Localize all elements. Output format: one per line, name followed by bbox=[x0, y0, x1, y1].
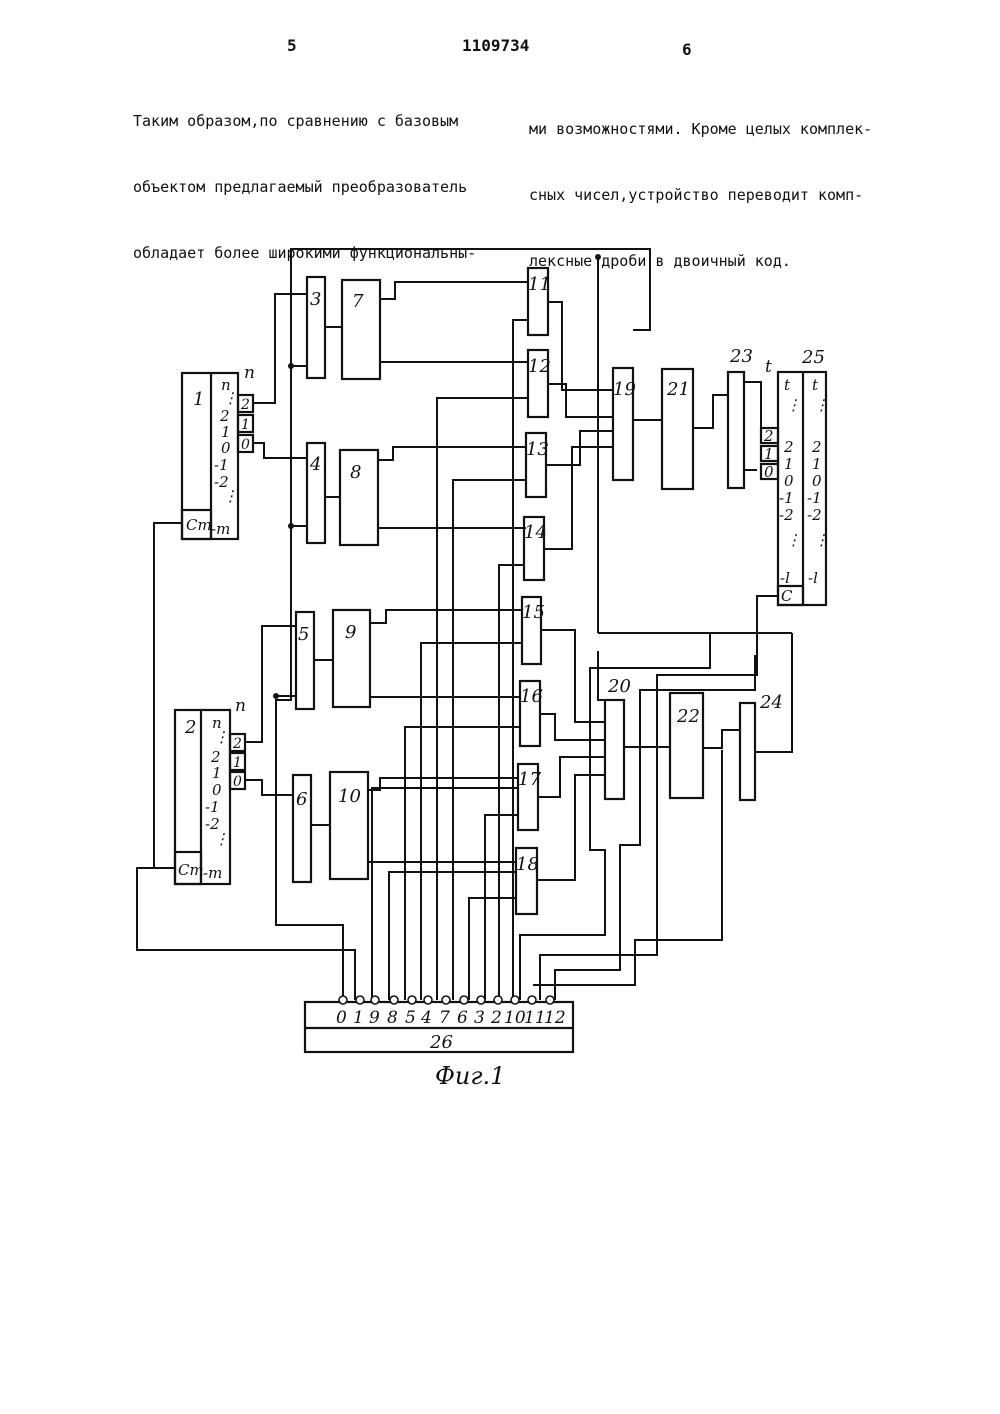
reg25-digit-right: ⋮ bbox=[814, 531, 829, 549]
control-output-label: 7 bbox=[439, 1008, 450, 1028]
control-output-label: 1 bbox=[353, 1008, 364, 1028]
control-output-label: 2 bbox=[490, 1008, 502, 1028]
control-output-label: 3 bbox=[474, 1008, 485, 1028]
reg25-digit-right: 1 bbox=[812, 455, 822, 473]
reg25-digit-left: t bbox=[784, 376, 791, 394]
reg25-digit-right: -2 bbox=[807, 506, 822, 524]
reg1-side-bit: 1 bbox=[241, 417, 250, 433]
reg1-side-bit: 0 bbox=[241, 437, 250, 453]
control-output-label: 10 bbox=[504, 1008, 526, 1028]
control-output-label: 11 bbox=[524, 1008, 546, 1028]
label-11: 11 bbox=[528, 274, 551, 295]
control-output-label: 12 bbox=[544, 1008, 566, 1028]
reg25-digit-left: 2 bbox=[783, 438, 794, 456]
reg25-digit-right: 0 bbox=[812, 472, 822, 490]
reg25-digit-left: ⋮ bbox=[786, 396, 801, 414]
label-3: 3 bbox=[310, 289, 321, 310]
label-8: 8 bbox=[350, 462, 361, 483]
reg25-digit-left: 0 bbox=[784, 472, 794, 490]
label-18: 18 bbox=[516, 854, 539, 875]
reg25-digit-left: -1 bbox=[779, 489, 794, 507]
block-24 bbox=[740, 703, 755, 800]
reg2-digit: -m bbox=[203, 864, 222, 882]
reg1-side-bit: 2 bbox=[240, 397, 250, 413]
label-6: 6 bbox=[296, 789, 307, 810]
reg25-side-bit: 1 bbox=[764, 445, 774, 463]
reg2-side-bit: 2 bbox=[232, 736, 242, 752]
control-output-label: 8 bbox=[387, 1008, 398, 1028]
wiring bbox=[137, 249, 792, 1000]
reg25-t-label: t bbox=[765, 357, 772, 377]
reg2-digit: 0 bbox=[212, 781, 222, 799]
label-20: 20 bbox=[607, 676, 631, 697]
label-9: 9 bbox=[345, 622, 356, 643]
block-23 bbox=[728, 372, 744, 488]
reg2-digit: -1 bbox=[205, 798, 220, 816]
label-13: 13 bbox=[526, 439, 549, 460]
reg25-digit-left: 1 bbox=[784, 455, 794, 473]
reg1-n-label: n bbox=[244, 363, 255, 383]
block-20 bbox=[605, 700, 624, 799]
label-4: 4 bbox=[309, 454, 321, 475]
reg2-side-bit: 0 bbox=[233, 774, 242, 790]
control-output-label: 0 bbox=[336, 1008, 347, 1028]
control-output-label: 4 bbox=[420, 1008, 432, 1028]
reg25-digit-right: 2 bbox=[811, 438, 822, 456]
control-output-label: 6 bbox=[457, 1008, 468, 1028]
reg1-digit: 0 bbox=[221, 439, 231, 457]
label-7: 7 bbox=[352, 291, 364, 312]
reg25-side-bit: 2 bbox=[763, 427, 774, 445]
label-24: 24 bbox=[759, 692, 783, 713]
reg1-digit: -1 bbox=[214, 456, 229, 474]
reg25-digit-left: -2 bbox=[779, 506, 794, 524]
reg1-digit: ⋮ bbox=[223, 487, 238, 505]
reg2-digit: ⋮ bbox=[214, 728, 229, 746]
reg2-digit: ⋮ bbox=[214, 830, 229, 848]
control-output-label: 9 bbox=[369, 1008, 380, 1028]
label-2: 2 bbox=[184, 717, 196, 738]
reg25-digit-right: t bbox=[812, 376, 819, 394]
reg25-digit-left: -l bbox=[780, 569, 790, 587]
label-22: 22 bbox=[676, 706, 700, 727]
label-26: 26 bbox=[429, 1032, 453, 1053]
label-12: 12 bbox=[528, 356, 551, 377]
reg25-control: С bbox=[781, 587, 793, 605]
reg25-digit-right: -l bbox=[808, 569, 818, 587]
reg1-control: Ст bbox=[186, 516, 212, 534]
control-output-label: 5 bbox=[405, 1008, 416, 1028]
figure-caption: Фиг.1 bbox=[435, 1062, 505, 1090]
reg25-digit-right: ⋮ bbox=[814, 396, 829, 414]
reg25-side-bit: 0 bbox=[764, 463, 774, 481]
label-17: 17 bbox=[518, 769, 541, 790]
label-19: 19 bbox=[613, 379, 636, 400]
label-15: 15 bbox=[522, 602, 545, 623]
reg2-n-label: n bbox=[235, 696, 246, 716]
reg2-control: Ст bbox=[178, 861, 204, 879]
reg25-digit-right: -1 bbox=[807, 489, 822, 507]
label-25: 25 bbox=[801, 347, 825, 368]
label-10: 10 bbox=[338, 786, 361, 807]
reg2-side-bit: 1 bbox=[233, 755, 242, 771]
label-16: 16 bbox=[520, 686, 543, 707]
reg1-digit: -m bbox=[211, 520, 230, 538]
label-21: 21 bbox=[666, 379, 690, 400]
label-1: 1 bbox=[193, 389, 204, 410]
reg25-digit-left: ⋮ bbox=[786, 531, 801, 549]
label-14: 14 bbox=[524, 522, 547, 543]
reg2-digit: 1 bbox=[212, 764, 222, 782]
reg1-digit: ⋮ bbox=[223, 389, 238, 407]
label-5: 5 bbox=[298, 624, 309, 645]
label-23: 23 bbox=[729, 346, 753, 367]
